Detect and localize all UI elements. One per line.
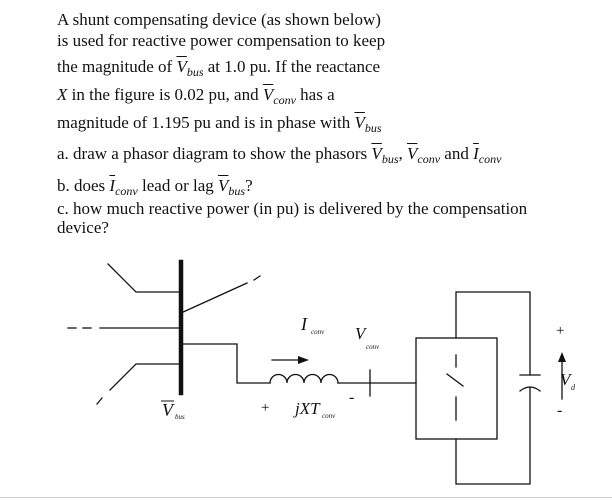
part-b-text-a: b. does xyxy=(57,176,110,195)
label-jx: jXT xyxy=(293,399,321,418)
problem-line-2: is used for reactive power compensation … xyxy=(57,31,386,50)
phasor-v-bus: Vbus xyxy=(371,144,399,166)
line4-text-b: in the figure is 0.02 pu, and xyxy=(67,85,263,104)
branch-to-converter xyxy=(180,343,271,384)
label-i-conv-sub: conv xyxy=(311,328,325,336)
part-a-and: and xyxy=(440,144,474,163)
dc-capacitor-bottom-plate xyxy=(519,386,541,392)
line5-text-a: magnitude of 1.195 pu and is in phase wi… xyxy=(57,113,355,132)
phasor-i-conv: Iconv xyxy=(473,144,502,166)
part-c-line-2: device? xyxy=(57,218,109,237)
feeder-upper-right-dash xyxy=(253,275,261,281)
label-vd-sub: d xyxy=(571,383,576,392)
dc-link-lower xyxy=(455,387,531,485)
current-arrow-head xyxy=(298,356,309,364)
line3-text-a: the magnitude of xyxy=(57,57,177,76)
converter-box xyxy=(415,337,498,440)
line3-text-b: at 1.0 pu. If the reactance xyxy=(203,57,381,76)
label-minus-right: - xyxy=(557,402,562,419)
phasor-v-bus: Vbus xyxy=(176,57,204,79)
part-a-text: a. draw a phasor diagram to show the pha… xyxy=(57,144,372,163)
problem-line-1: A shunt compensating device (as shown be… xyxy=(57,10,381,29)
phasor-v-bus: Vbus xyxy=(218,176,246,198)
part-b: b. does Iconv lead or lag Vbus? xyxy=(57,176,253,198)
phasor-v-conv: Vconv xyxy=(406,144,441,166)
label-vd: V xyxy=(560,370,573,389)
part-c-line-1: c. how much reactive power (in pu) is de… xyxy=(57,199,528,218)
part-b-text-c: ? xyxy=(245,176,253,195)
label-v-conv-sub: conv xyxy=(366,343,380,351)
label-minus-mid: - xyxy=(349,389,354,406)
reactance-x: X xyxy=(57,85,68,104)
phasor-v-conv: Vconv xyxy=(262,85,296,107)
feeder-lower-left xyxy=(109,363,182,391)
label-v-conv: V xyxy=(355,324,368,343)
feeder-upper-left xyxy=(107,263,182,293)
problem-line-4: X in the figure is 0.02 pu, and Vconv ha… xyxy=(57,85,335,107)
vd-arrow-head xyxy=(558,352,566,362)
part-a: a. draw a phasor diagram to show the pha… xyxy=(57,144,502,166)
dc-link-upper xyxy=(455,291,531,376)
phasor-v-bus: Vbus xyxy=(354,113,382,135)
converter-valve-diag xyxy=(446,373,464,387)
label-v-bus: V xyxy=(162,400,175,420)
line4-text-c: has a xyxy=(295,85,335,104)
label-plus-left: + xyxy=(261,400,269,416)
problem-line-3: the magnitude of Vbus at 1.0 pu. If the … xyxy=(57,57,381,79)
phasor-i-conv: Iconv xyxy=(109,176,138,198)
part-a-separator: , xyxy=(398,144,407,163)
label-jx-sub: conv xyxy=(322,412,336,420)
feeder-lower-left-dash xyxy=(96,397,103,405)
part-b-text-b: lead or lag xyxy=(137,176,218,195)
label-plus-right: + xyxy=(556,323,564,339)
bottom-divider xyxy=(0,497,612,498)
feeder-upper-right xyxy=(180,282,248,314)
problem-line-5: magnitude of 1.195 pu and is in phase wi… xyxy=(57,113,382,135)
transformer-reactance xyxy=(269,373,339,384)
label-v-bus-sub: bus xyxy=(175,413,185,421)
label-i-conv: I xyxy=(300,314,308,334)
